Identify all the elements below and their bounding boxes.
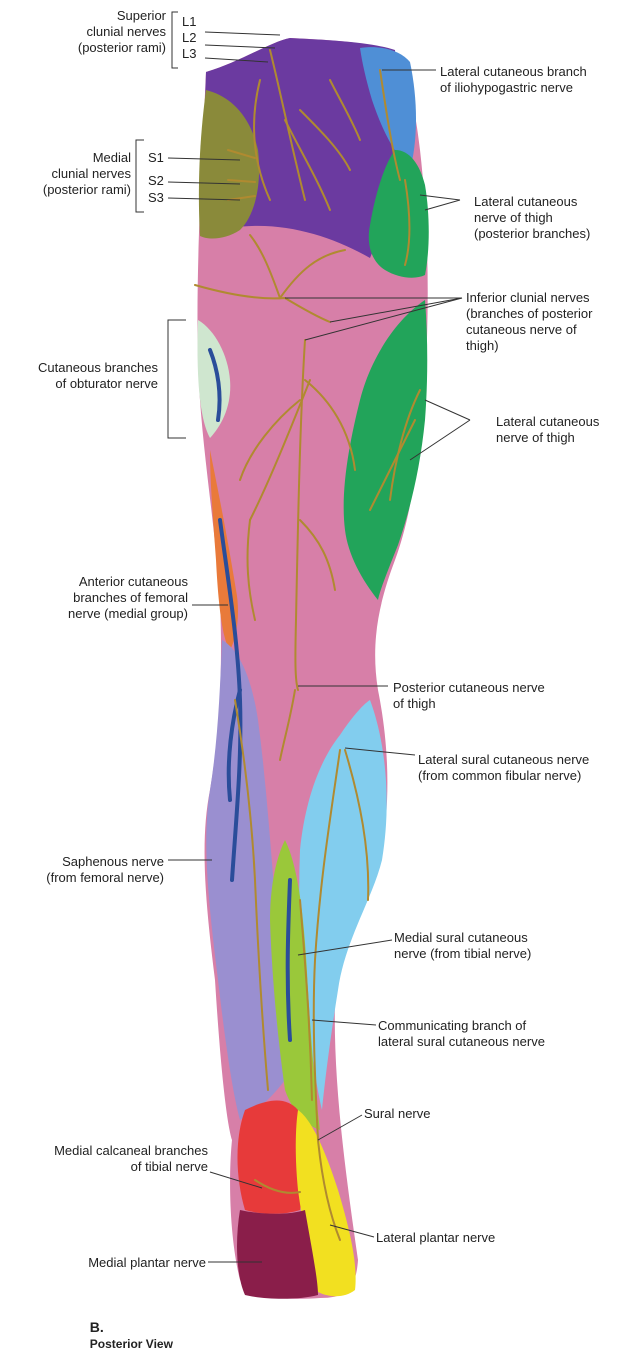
label-cutaneous-branches-obturator: Cutaneous branches of obturator nerve: [38, 360, 158, 392]
segment-label-L2: L2: [182, 30, 196, 46]
label-anterior-cutaneous-femoral: Anterior cutaneous branches of femoral n…: [68, 574, 188, 622]
label-posterior-cutaneous-nerve-thigh: Posterior cutaneous nerve of thigh: [393, 680, 545, 712]
label-sural-nerve: Sural nerve: [364, 1106, 430, 1122]
figure-caption: B. Posterior View: [82, 1303, 173, 1351]
caption-letter: B.: [90, 1319, 104, 1335]
label-lateral-thigh-posterior-branches: Lateral cutaneous nerve of thigh (poster…: [474, 194, 590, 242]
calcaneal-region: [237, 1101, 303, 1214]
label-medial-plantar-nerve: Medial plantar nerve: [88, 1255, 206, 1271]
segment-label-L3: L3: [182, 46, 196, 62]
label-lateral-sural-cutaneous-nerve: Lateral sural cutaneous nerve (from comm…: [418, 752, 589, 784]
label-communicating-branch: Communicating branch of lateral sural cu…: [378, 1018, 545, 1050]
label-superior-clunial-nerves: Superior clunial nerves (posterior rami): [78, 8, 166, 56]
label-lateral-plantar-nerve: Lateral plantar nerve: [376, 1230, 495, 1246]
label-medial-calcaneal-branches: Medial calcaneal branches of tibial nerv…: [54, 1143, 208, 1175]
medial-plantar-region: [237, 1210, 318, 1299]
label-lateral-cutaneous-nerve-thigh: Lateral cutaneous nerve of thigh: [496, 414, 599, 446]
segment-label-S2: S2: [148, 173, 164, 189]
segment-label-S3: S3: [148, 190, 164, 206]
label-medial-clunial-nerves: Medial clunial nerves (posterior rami): [43, 150, 131, 198]
segment-label-L1: L1: [182, 14, 196, 30]
label-medial-sural-cutaneous-nerve: Medial sural cutaneous nerve (from tibia…: [394, 930, 531, 962]
label-saphenous-nerve: Saphenous nerve (from femoral nerve): [46, 854, 164, 886]
label-iliohypogastric-branch: Lateral cutaneous branch of iliohypogast…: [440, 64, 587, 96]
label-inferior-clunial-nerves: Inferior clunial nerves (branches of pos…: [466, 290, 592, 354]
caption-title: Posterior View: [90, 1337, 173, 1351]
segment-label-S1: S1: [148, 150, 164, 166]
